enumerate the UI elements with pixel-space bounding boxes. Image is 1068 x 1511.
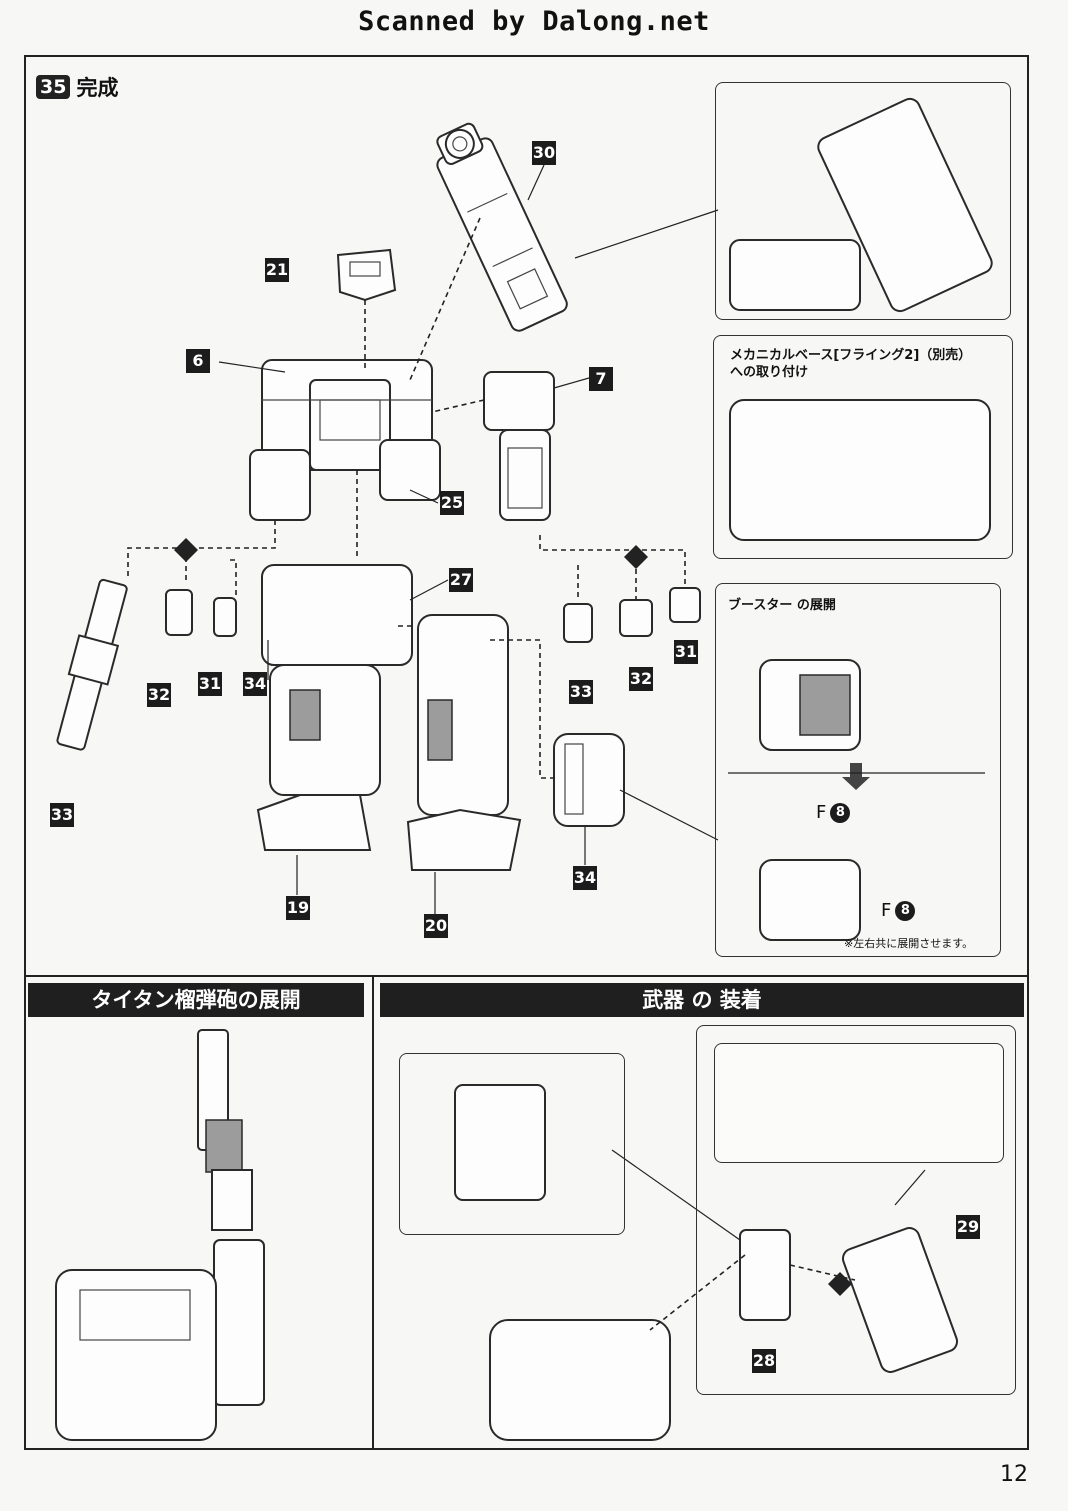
weapon-mount-illustration	[489, 1227, 959, 1441]
callout-33: 33	[50, 803, 74, 827]
hand-parts	[165, 587, 701, 643]
f-label: F	[816, 802, 827, 823]
long-gun-part	[56, 578, 128, 751]
assembly-guides	[127, 217, 856, 1331]
callout-32: 32	[147, 683, 171, 707]
f8-marker: F 8	[816, 802, 851, 823]
callout-32: 32	[629, 667, 653, 691]
inset-weapon-fold	[399, 1053, 625, 1235]
booster-note: ※左右共に展開させます。	[844, 937, 974, 950]
callout-21: 21	[265, 258, 289, 282]
titan-cannon-banner: タイタン榴弾砲の展開	[28, 983, 364, 1017]
diamond-markers	[174, 538, 870, 1296]
callout-31: 31	[198, 672, 222, 696]
inset-weapon-scope	[696, 1025, 1016, 1395]
step-heading: 35 完成	[36, 72, 118, 102]
callout-20: 20	[424, 914, 448, 938]
page-number: 12	[1000, 1462, 1028, 1487]
head-part	[336, 248, 397, 302]
weapon-mount-banner: 武器 の 装着	[380, 983, 1024, 1017]
callout-6: 6	[186, 349, 210, 373]
arm-part	[483, 371, 555, 521]
callout-29: 29	[956, 1215, 980, 1239]
callout-27: 27	[449, 568, 473, 592]
booster-title: ブースター の展開	[728, 598, 836, 613]
scan-credit: Scanned by Dalong.net	[358, 6, 710, 37]
callout-7: 7	[589, 367, 613, 391]
mount-title-1: メカニカルベース[フライング2]（別売）	[730, 348, 972, 363]
inset-cannon-detail	[715, 82, 1011, 320]
runner-8-icon: 8	[830, 802, 851, 823]
booster-part	[553, 733, 625, 827]
mount-title-2: への取り付け	[730, 365, 809, 380]
callout-33: 33	[569, 680, 593, 704]
f-label: F	[881, 900, 892, 921]
section-divider-vertical	[372, 975, 374, 1450]
step-title: 完成	[76, 76, 119, 100]
torso-part	[249, 359, 441, 521]
section-divider	[24, 975, 1029, 977]
callout-34: 34	[573, 866, 597, 890]
callout-34: 34	[243, 672, 267, 696]
inset-booster-deploy: ブースター の展開 ※左右共に展開させます。 F 8 F 8	[715, 583, 1001, 957]
step-number: 35	[36, 75, 71, 99]
callout-25: 25	[440, 491, 464, 515]
runner-8-icon: 8	[895, 900, 916, 921]
leg-right-part	[406, 614, 522, 871]
inset-mechanical-base: メカニカルベース[フライング2]（別売） への取り付け	[713, 335, 1013, 559]
callout-31: 31	[674, 640, 698, 664]
cannon-part	[436, 122, 568, 332]
instruction-frame	[24, 55, 1029, 1450]
inset-weapon-top	[714, 1043, 1004, 1163]
callout-28: 28	[752, 1349, 776, 1373]
leader-lines	[218, 164, 926, 1241]
titan-cannon-deployed	[55, 1029, 265, 1441]
callout-30: 30	[532, 141, 556, 165]
leg-left-part	[256, 564, 413, 851]
f8-marker: F 8	[881, 900, 916, 921]
callout-19: 19	[286, 896, 310, 920]
